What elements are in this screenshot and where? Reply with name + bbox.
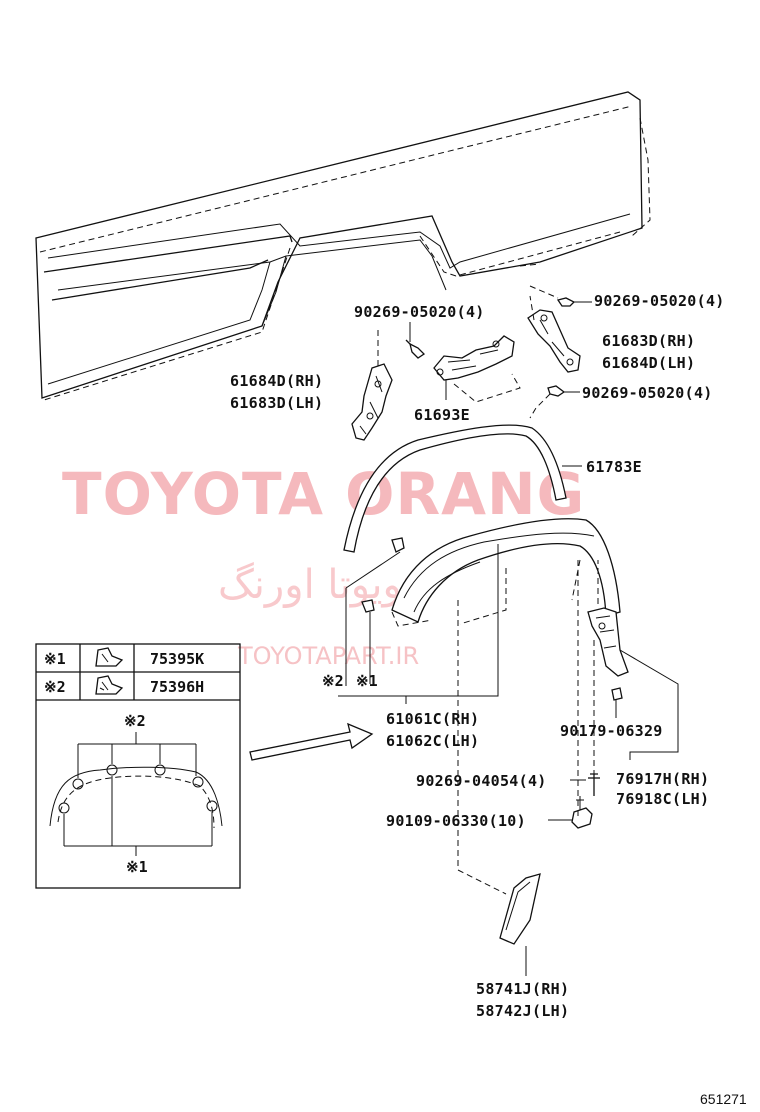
callout-screw: 90179-06329	[560, 722, 663, 740]
callout-flare-rh: 61061C(RH)	[386, 710, 479, 728]
detail-mark-top: ※2	[124, 712, 146, 730]
bracket-right[interactable]	[527, 309, 581, 373]
moulding-strip[interactable]	[343, 424, 567, 553]
callout-mudguard-rh: 76917H(RH)	[616, 770, 709, 788]
flare-clip-mark-1: ※1	[356, 672, 378, 690]
body-side-panel	[35, 91, 651, 401]
callout-clip-lower: 90269-04054(4)	[416, 772, 547, 790]
bolt[interactable]	[571, 796, 593, 829]
callout-clip-top-right: 90269-05020(4)	[594, 292, 725, 310]
callout-bolt: 90109-06330(10)	[386, 812, 526, 830]
callout-flare-lh: 61062C(LH)	[386, 732, 479, 750]
watermark-brand: TOYOTA ORANG	[62, 460, 585, 528]
detail-mark-bottom: ※1	[126, 858, 148, 876]
mudguard[interactable]	[587, 607, 629, 677]
flare-clip-mark-2: ※2	[322, 672, 344, 690]
legend-mark-2: ※2	[44, 678, 66, 696]
callout-mudguard-lh: 76918C(LH)	[616, 790, 709, 808]
flare-clip-1[interactable]	[361, 599, 375, 613]
watermark-url: TOYOTAPART.IR	[237, 642, 419, 670]
watermark-persian: تویوتا اورنگ	[218, 562, 414, 608]
callout-bracket-left-lh: 61683D(LH)	[230, 394, 323, 412]
bracket-left[interactable]	[351, 363, 393, 441]
legend-part-2: 75396H	[150, 678, 204, 696]
flare-clip-2[interactable]	[391, 537, 405, 553]
callout-clip-mid-right: 90269-05020(4)	[582, 384, 713, 402]
callout-center-bracket: 61693E	[414, 406, 470, 424]
clip-icon-75396h	[95, 675, 124, 695]
callout-liner-rh: 58741J(RH)	[476, 980, 569, 998]
fender-flare[interactable]	[391, 518, 621, 627]
legend-mark-1: ※1	[44, 650, 66, 668]
bracket-center[interactable]	[433, 335, 515, 381]
callout-liner-lh: 58742J(LH)	[476, 1002, 569, 1020]
clip-legend-table: ※1 ※2 75395K 75396H ※2 ※1	[35, 643, 241, 889]
legend-part-1: 75395K	[150, 650, 204, 668]
clip-top-right[interactable]	[556, 297, 576, 307]
callout-bracket-right-lh: 61684D(LH)	[602, 354, 695, 372]
clip-mid-right[interactable]	[547, 385, 566, 397]
callout-clip-top-left: 90269-05020(4)	[354, 303, 485, 321]
callout-bracket-right-rh: 61683D(RH)	[602, 332, 695, 350]
clip-lower[interactable]	[588, 773, 600, 796]
clip-icon-75395k	[95, 647, 124, 667]
clip-top-left[interactable]	[405, 339, 426, 359]
screw-90179[interactable]	[611, 687, 623, 701]
diagram-id: 651271	[700, 1091, 747, 1107]
fender-liner[interactable]	[499, 873, 541, 945]
detail-arrow	[249, 722, 374, 761]
callout-bracket-left-rh: 61684D(RH)	[230, 372, 323, 390]
callout-moulding: 61783E	[586, 458, 642, 476]
